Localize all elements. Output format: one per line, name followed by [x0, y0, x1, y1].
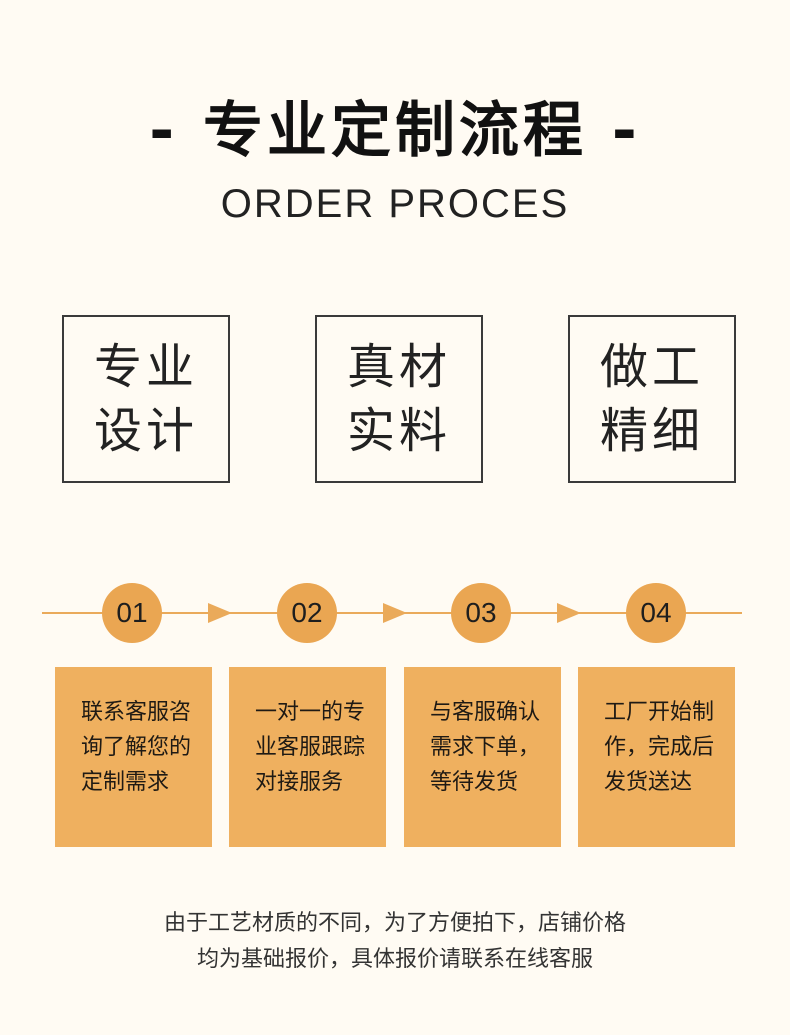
arrow-right-icon [383, 603, 407, 623]
step-card-contact: 联系客服咨 询了解您的 定制需求 [55, 667, 212, 847]
arrow-right-icon [208, 603, 232, 623]
page-subtitle: ORDER PROCES [220, 182, 570, 226]
feature-label-line2: 实料 [346, 403, 451, 459]
step-card-order: 与客服确认 需求下单， 等待发货 [404, 667, 561, 847]
feature-box-workmanship: 做工 精细 [568, 315, 736, 483]
step-number-badge: 01 [102, 583, 162, 643]
step-card-delivery: 工厂开始制 作，完成后 发货送达 [578, 667, 735, 847]
feature-label-line2: 设计 [93, 403, 198, 459]
pricing-note: 由于工艺材质的不同，为了方便拍下，店铺价格 均为基础报价，具体报价请联系在线客服 [0, 906, 790, 978]
feature-label-line1: 专业 [93, 339, 198, 395]
page-title: - 专业定制流程 - [149, 96, 641, 166]
step-card-service: 一对一的专 业客服跟踪 对接服务 [229, 667, 386, 847]
arrow-right-icon [557, 603, 581, 623]
feature-label-line1: 做工 [599, 339, 704, 395]
pricing-note-line1: 由于工艺材质的不同，为了方便拍下，店铺价格 [163, 911, 626, 936]
step-number-badge: 03 [451, 583, 511, 643]
step-number-badge: 04 [626, 583, 686, 643]
feature-label-line1: 真材 [346, 339, 451, 395]
feature-label-line2: 精细 [599, 403, 704, 459]
pricing-note-line2: 均为基础报价，具体报价请联系在线客服 [196, 947, 593, 972]
feature-box-material: 真材 实料 [315, 315, 483, 483]
step-number-badge: 02 [277, 583, 337, 643]
feature-box-design: 专业 设计 [62, 315, 230, 483]
